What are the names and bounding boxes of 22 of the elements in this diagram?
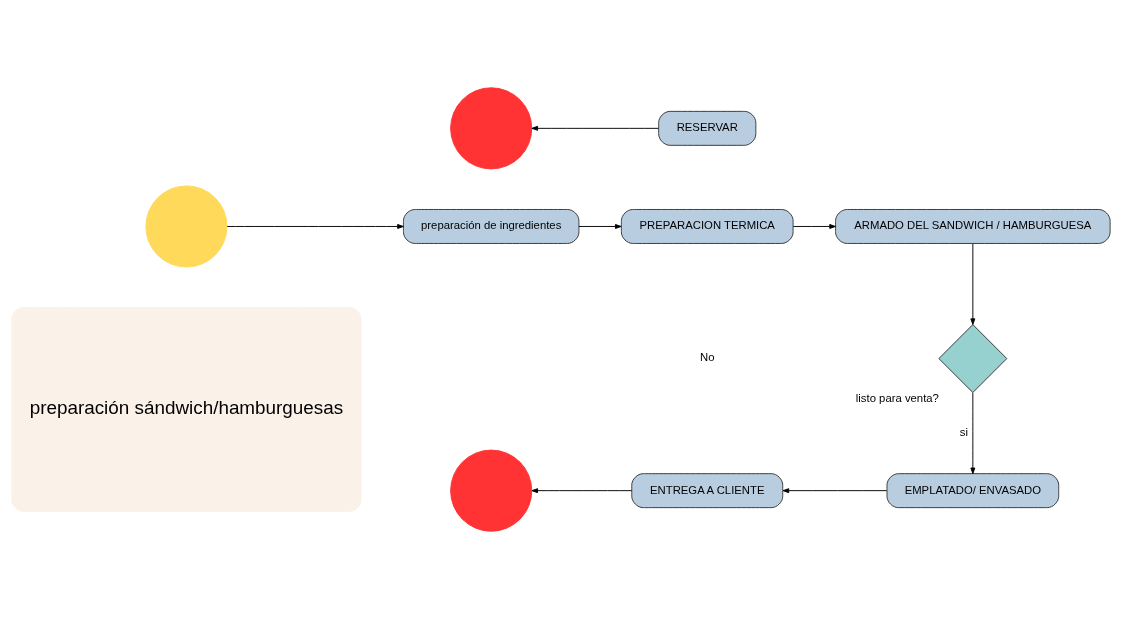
arrow <box>970 242 976 325</box>
edge-label: si <box>959 425 968 438</box>
node-circle <box>450 449 533 532</box>
arrow <box>782 487 888 493</box>
node-box: RESERVAR <box>658 110 757 146</box>
node-box: preparación sándwich/hamburguesas <box>11 306 362 512</box>
arrow <box>792 223 836 229</box>
arrow <box>226 223 404 229</box>
node-box: ARMADO DEL SANDWICH / HAMBURGUESA <box>835 208 1111 244</box>
node-circle <box>145 184 228 267</box>
node-box: ENTREGA A CLIENTE <box>631 472 784 508</box>
arrow <box>531 487 633 493</box>
node-box: EMPLATADO/ ENVASADO <box>886 472 1060 508</box>
arrow <box>970 391 976 474</box>
node-box: preparación de ingredientes <box>402 208 580 244</box>
node-label: listo para venta? <box>855 391 939 404</box>
node-diamond <box>938 323 1008 393</box>
arrow <box>578 223 622 229</box>
node-circle <box>450 86 533 169</box>
arrow <box>531 125 659 131</box>
label: No <box>700 350 715 363</box>
node-box: PREPARACION TERMICA <box>620 208 794 244</box>
